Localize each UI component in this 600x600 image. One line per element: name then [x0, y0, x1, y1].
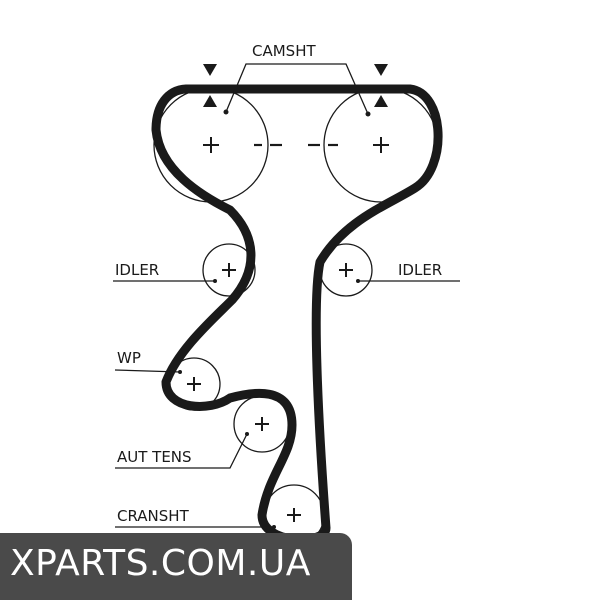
- label-idler-left: IDLER: [115, 261, 159, 279]
- timing-mark-up-left: [203, 95, 217, 107]
- leader-water-pump: [114, 369, 181, 373]
- label-idler-right: IDLER: [398, 261, 442, 279]
- center-mark-camshaft-left: [203, 137, 219, 153]
- water-pump-pulley: [167, 357, 221, 411]
- watermark-text: XPARTS.COM.UA: [10, 543, 311, 584]
- center-mark-camshaft-right: [373, 137, 389, 153]
- leader-camshaft: [225, 63, 369, 115]
- timing-belt: [151, 84, 443, 544]
- timing-mark-up-right: [374, 95, 388, 107]
- center-mark-water-pump: [187, 377, 201, 391]
- label-camshaft: CAMSHT: [252, 42, 316, 60]
- watermark-banner: [0, 533, 352, 600]
- center-mark-idler-left: [222, 263, 236, 277]
- leader-auto-tensioner: [115, 433, 248, 469]
- label-crankshaft: CRANSHT: [117, 507, 190, 525]
- center-mark-idler-right: [339, 263, 353, 277]
- auto-tensioner-pulley: [233, 395, 291, 453]
- idler-pulley-right: [319, 243, 373, 297]
- center-mark-auto-tensioner: [255, 417, 269, 431]
- center-mark-crankshaft: [287, 508, 301, 522]
- idler-pulley-left: [202, 243, 256, 297]
- camshaft-pulley-right: [323, 87, 439, 203]
- label-water-pump: WP: [117, 349, 141, 367]
- label-auto-tensioner: AUT TENS: [117, 448, 192, 466]
- camshaft-pulley-left: [153, 87, 269, 203]
- timing-mark-down-right: [374, 64, 388, 76]
- timing-mark-down-left: [203, 64, 217, 76]
